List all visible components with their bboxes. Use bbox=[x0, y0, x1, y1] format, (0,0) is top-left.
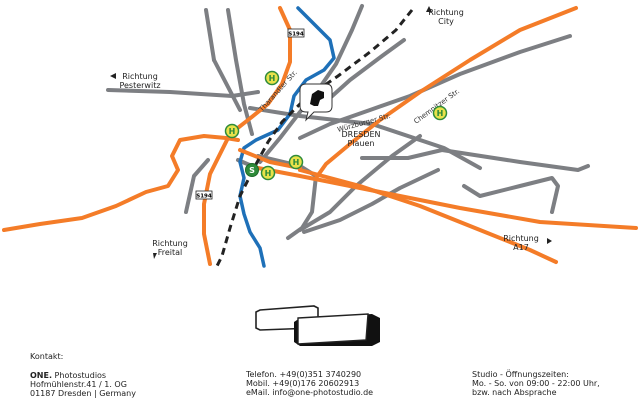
hours-line1: Mo. - So. von 09:00 - 22:00 Uhr, bbox=[472, 379, 600, 388]
phone-column: Telefon. +49(0)351 3740290 Mobil. +49(0)… bbox=[246, 370, 373, 397]
grey-road-north-1 bbox=[226, 8, 254, 136]
district-line1: DRESDEN bbox=[341, 130, 381, 139]
bus-stop-west: H bbox=[224, 123, 240, 139]
svg-text:H: H bbox=[293, 158, 300, 167]
arrow-left-icon bbox=[110, 73, 116, 79]
grey-road-north-3 bbox=[212, 58, 242, 112]
orange-road-west bbox=[2, 134, 240, 232]
grey-road-east-4 bbox=[462, 176, 560, 214]
grey-road-pesterwitz bbox=[106, 88, 260, 98]
svg-text:H: H bbox=[269, 74, 276, 83]
direction-label-freital: Richtung Freital bbox=[144, 239, 196, 257]
company-name-bold: ONE. bbox=[30, 371, 52, 380]
district-line2: Plauen bbox=[347, 139, 375, 148]
direction-city-line1: Richtung bbox=[428, 8, 464, 17]
district-label: DRESDEN Plauen bbox=[334, 130, 388, 148]
direction-freital-line1: Richtung bbox=[152, 239, 188, 248]
road-shield-south: S194 bbox=[195, 190, 213, 200]
grey-road-left bbox=[184, 158, 210, 214]
bus-stop-south: H bbox=[260, 165, 276, 181]
bus-stop-center: H bbox=[288, 154, 304, 170]
direction-label-a17: Richtung A17 bbox=[498, 234, 544, 252]
grey-road-sw bbox=[298, 134, 422, 232]
main-roads bbox=[2, 6, 638, 266]
hours-column: Studio - Öffnungszeiten: Mo. - So. von 0… bbox=[472, 370, 600, 397]
svg-text:S194: S194 bbox=[196, 194, 212, 200]
sbahn-stop: S bbox=[245, 163, 259, 177]
address-city: 01187 Dresden | Germany bbox=[30, 389, 136, 398]
map: S194 S194 Tharandter Str. Würzburger Str… bbox=[2, 4, 638, 269]
secondary-roads bbox=[106, 4, 590, 240]
direction-freital-line2: Freital bbox=[157, 248, 183, 257]
address-street: Hofmühlenstr.41 / 1. OG bbox=[30, 380, 127, 389]
orange-road-north bbox=[202, 6, 292, 266]
direction-city-line2: City bbox=[438, 17, 454, 26]
arrow-up-icon bbox=[426, 6, 432, 12]
direction-label-pesterwitz: Richtung Pesterwitz bbox=[114, 72, 166, 90]
grey-road-north-2 bbox=[204, 8, 216, 62]
svg-text:S194: S194 bbox=[288, 32, 304, 38]
arrow-right-icon bbox=[547, 238, 552, 244]
direction-label-city: Richtung City bbox=[416, 8, 476, 26]
road-shield-north: S194 bbox=[287, 28, 305, 38]
grey-road-ne-2 bbox=[328, 38, 406, 100]
orange-road-chemnitzer bbox=[314, 6, 578, 180]
direction-a17-line1: Richtung bbox=[503, 234, 539, 243]
bus-stop-north: H bbox=[264, 70, 280, 86]
hours-line2: bzw. nach Absprache bbox=[472, 388, 557, 397]
railway bbox=[214, 9, 414, 269]
contact-column: Kontakt: ONE. Photostudios Hofmühlenstr.… bbox=[30, 352, 136, 398]
svg-text:H: H bbox=[265, 169, 272, 178]
contact-heading: Kontakt: bbox=[30, 352, 64, 361]
svg-text:H: H bbox=[229, 127, 236, 136]
svg-text:H: H bbox=[437, 109, 444, 118]
river bbox=[238, 6, 336, 268]
grey-road-east-1 bbox=[298, 34, 572, 140]
grey-road-diag-se bbox=[302, 168, 440, 234]
svg-text:S: S bbox=[249, 166, 255, 175]
direction-a17-line2: A17 bbox=[513, 243, 529, 252]
photographer-marker-icon[interactable] bbox=[299, 83, 333, 122]
phone-number[interactable]: Telefon. +49(0)351 3740290 bbox=[246, 370, 362, 379]
company-name: ONE. Photostudios bbox=[30, 371, 136, 380]
direction-pesterwitz-line2: Pesterwitz bbox=[119, 81, 161, 90]
mobile-number[interactable]: Mobil. +49(0)176 20602913 bbox=[246, 379, 360, 388]
bus-stop-chemnitzer: H bbox=[432, 105, 448, 121]
email-address[interactable]: eMail. info@one-photostudio.de bbox=[246, 388, 374, 397]
grey-road-east-3 bbox=[360, 148, 590, 172]
company-logo bbox=[255, 305, 380, 346]
arrow-down-icon bbox=[153, 253, 157, 259]
hours-title: Studio - Öffnungszeiten: bbox=[472, 370, 569, 379]
orange-road-a17 bbox=[298, 168, 558, 264]
direction-pesterwitz-line1: Richtung bbox=[122, 72, 158, 81]
company-name-rest: Photostudios bbox=[52, 371, 107, 380]
orange-road-east-main bbox=[256, 166, 638, 230]
